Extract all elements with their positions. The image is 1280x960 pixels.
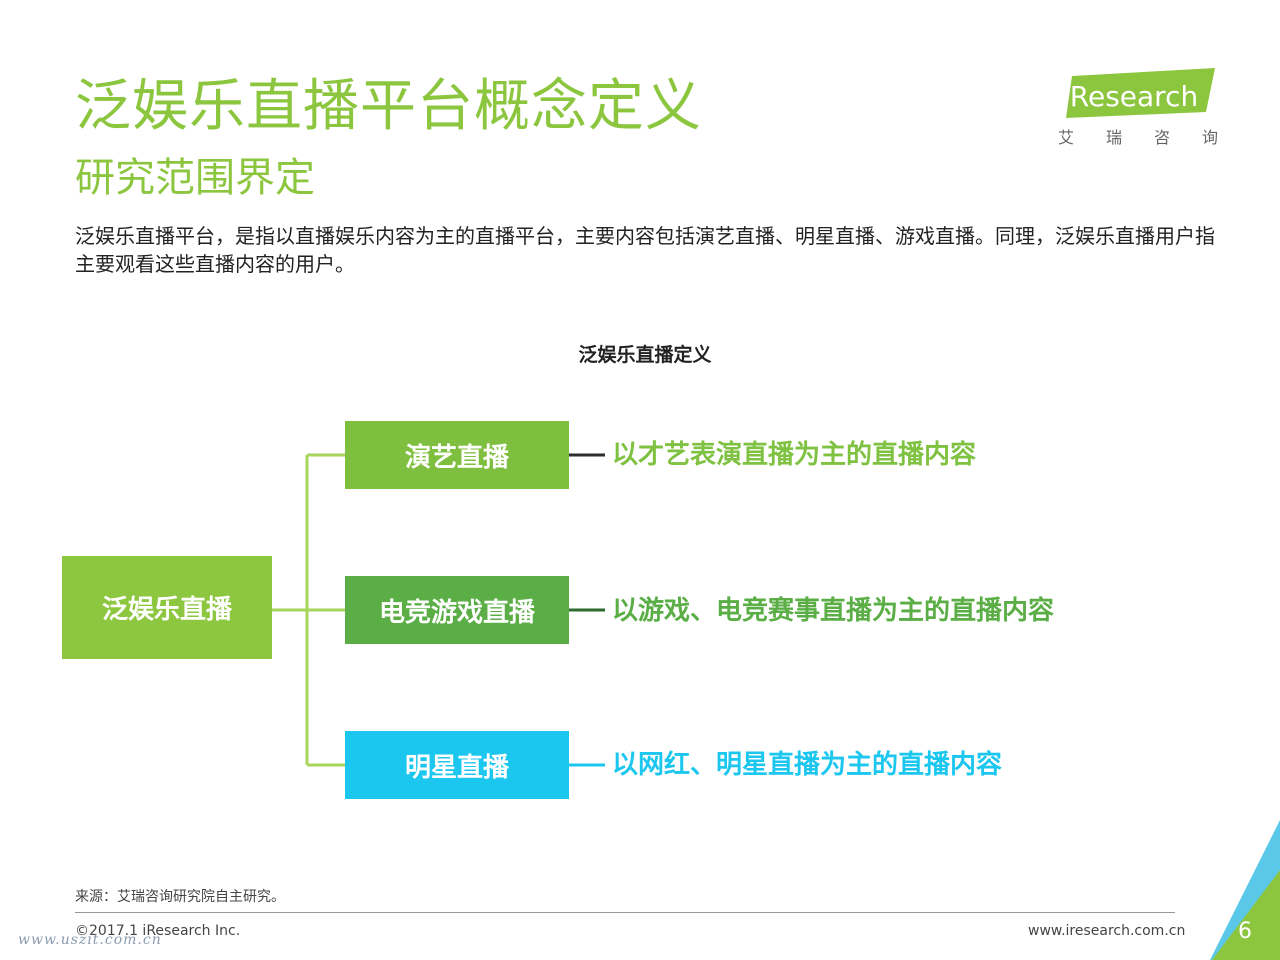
branch-description-esports: 以游戏、电竞赛事直播为主的直播内容	[612, 596, 1055, 626]
website-link[interactable]: www.iresearch.com.cn	[1028, 923, 1186, 939]
branch-description-performance: 以才艺表演直播为主的直播内容	[612, 440, 977, 470]
diagram-title: 泛娱乐直播定义	[578, 344, 712, 366]
logo-wordmark: iResearch	[1062, 68, 1215, 118]
logo-banner-shape	[1066, 68, 1215, 118]
branch-node-celebrity: 明星直播	[345, 731, 569, 799]
corner-green-shape	[1212, 870, 1280, 960]
footer-divider	[75, 912, 1175, 913]
root-node: 泛娱乐直播	[62, 556, 272, 659]
logo-char: 询	[1201, 128, 1218, 147]
page-subtitle: 研究范围界定	[75, 155, 315, 201]
definition-paragraph: 泛娱乐直播平台，是指以直播娱乐内容为主的直播平台，主要内容包括演艺直播、明星直播…	[75, 224, 1215, 276]
branch-description-celebrity: 以网红、明星直播为主的直播内容	[612, 750, 1003, 780]
iresearch-logo: iResearch	[1058, 68, 1218, 152]
source-note: 来源：艾瑞咨询研究院自主研究。	[75, 889, 285, 905]
logo-chinese-name: 艾 瑞 咨 询	[1058, 124, 1218, 148]
corner-blue-shape	[1210, 820, 1280, 960]
copyright: ©2017.1 iResearch Inc.	[75, 923, 241, 939]
page-title: 泛娱乐直播平台概念定义	[75, 74, 702, 139]
logo-char: 艾	[1058, 128, 1075, 147]
corner-decoration	[1210, 820, 1280, 960]
branch-node-performance: 演艺直播	[345, 421, 569, 489]
logo-char: 咨	[1153, 128, 1170, 147]
page-number: 6	[1238, 919, 1252, 944]
logo-char: 瑞	[1105, 128, 1122, 147]
branch-node-esports: 电竞游戏直播	[345, 576, 569, 644]
logo-text: iResearch	[1062, 80, 1198, 113]
watermark: www.uszit.com.cn	[18, 932, 162, 948]
